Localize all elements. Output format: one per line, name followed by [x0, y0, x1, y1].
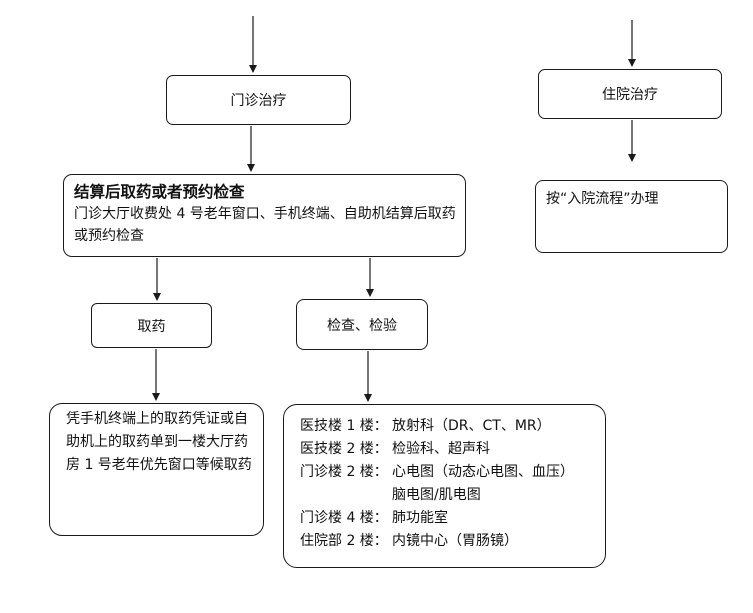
settle-description: 门诊大厅收费处 4 号老年窗口、手机终端、自助机结算后取药或预约检查 — [74, 206, 456, 244]
location-department: 脑电图/肌电图 — [392, 487, 481, 503]
admission-box: 按“入院流程”办理 — [535, 180, 728, 253]
location-row: 脑电图/肌电图 — [300, 484, 605, 507]
location-row: 医技楼 1 楼： 放射科（DR、CT、MR） — [300, 415, 605, 438]
location-department: 内镜中心（胃肠镜） — [392, 533, 518, 549]
examination-locations-box: 医技楼 1 楼： 放射科（DR、CT、MR） 医技楼 2 楼： 检验科、超声科 … — [283, 404, 606, 568]
examination-label: 检查、检验 — [327, 317, 397, 334]
inpatient-treatment-box: 住院治疗 — [538, 69, 722, 119]
admission-text: 按“入院流程”办理 — [546, 191, 659, 207]
location-building: 门诊楼 4 楼： — [300, 510, 388, 526]
inpatient-treatment-label: 住院治疗 — [602, 87, 658, 103]
location-department: 检验科、超声科 — [392, 441, 490, 457]
location-building: 医技楼 1 楼： — [300, 418, 388, 434]
location-row: 住院部 2 楼： 内镜中心（胃肠镜） — [300, 530, 605, 553]
location-building: 住院部 2 楼： — [300, 533, 388, 549]
medicine-pickup-box: 凭手机终端上的取药凭证或自助机上的取药单到一楼大厅药房 1 号老年优先窗口等候取… — [49, 403, 264, 536]
medicine-pickup-text: 凭手机终端上的取药凭证或自助机上的取药单到一楼大厅药房 1 号老年优先窗口等候取… — [66, 411, 252, 473]
outpatient-treatment-box: 门诊治疗 — [166, 75, 351, 125]
examination-box: 检查、检验 — [296, 299, 428, 350]
location-row: 门诊楼 4 楼： 肺功能室 — [300, 507, 605, 530]
location-building — [300, 484, 392, 507]
take-medicine-label: 取药 — [137, 318, 166, 335]
settle-title: 结算后取药或者预约检查 — [74, 183, 245, 201]
location-building: 门诊楼 2 楼： — [300, 464, 388, 480]
location-department: 放射科（DR、CT、MR） — [392, 418, 551, 434]
location-row: 医技楼 2 楼： 检验科、超声科 — [300, 438, 605, 461]
location-row: 门诊楼 2 楼： 心电图（动态心电图、血压） — [300, 461, 605, 484]
outpatient-treatment-label: 门诊治疗 — [230, 93, 287, 109]
location-department: 肺功能室 — [392, 510, 448, 526]
location-department: 心电图（动态心电图、血压） — [392, 464, 574, 480]
take-medicine-box: 取药 — [91, 303, 212, 348]
settle-box: 结算后取药或者预约检查 门诊大厅收费处 4 号老年窗口、手机终端、自助机结算后取… — [63, 174, 466, 257]
location-building: 医技楼 2 楼： — [300, 441, 388, 457]
